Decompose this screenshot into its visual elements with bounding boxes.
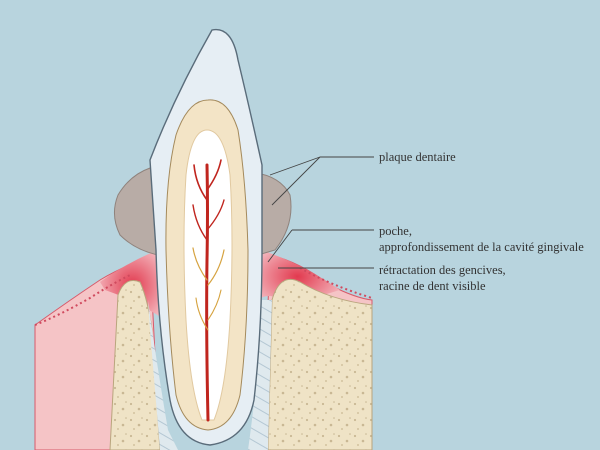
nerve-vessels: [192, 159, 225, 422]
label-pocket-line2: approfondissement de la cavité gingivale: [379, 240, 584, 254]
alveolar-bone-right: [267, 278, 373, 450]
label-plaque-text: plaque dentaire: [379, 150, 456, 164]
label-pocket: poche, approfondissement de la cavité gi…: [379, 223, 584, 255]
label-plaque: plaque dentaire: [379, 149, 456, 165]
periodontal-ligament-right: [248, 300, 272, 450]
leader-lines: [267, 156, 374, 269]
periodontal-ligament-left: [148, 300, 178, 450]
plaque-left: [114, 167, 161, 256]
label-gum-recession-line1: rétractation des gencives,: [379, 263, 506, 277]
label-gum-recession-line2: racine de dent visible: [379, 279, 486, 293]
label-gum-recession: rétractation des gencives, racine de den…: [379, 262, 506, 294]
label-pocket-line1: poche,: [379, 224, 412, 238]
